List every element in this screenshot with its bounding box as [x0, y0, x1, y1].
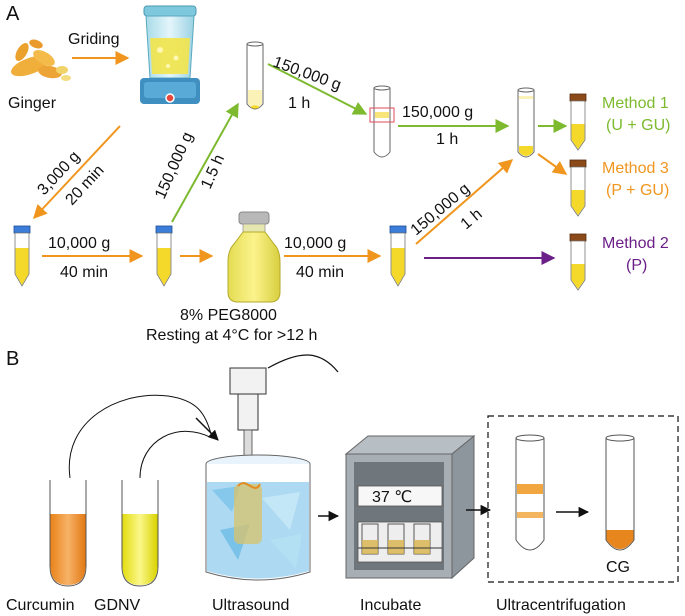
cord-curcumin	[68, 394, 213, 479]
tube-icon-3	[389, 225, 407, 287]
arrow-3000g	[33, 125, 121, 220]
step-150000g-top-speed: 150,000 g	[271, 54, 344, 94]
ultrasound-icon	[205, 354, 339, 581]
cg-label: CG	[606, 559, 630, 576]
panel-b-label: B	[6, 348, 19, 370]
step-10000g-speed-2: 10,000 g	[284, 235, 346, 252]
tube-icon-2	[155, 225, 173, 287]
cg-tube-icon	[605, 434, 635, 551]
step-150000g-mid-speed: 150,000 g	[402, 104, 473, 121]
method1-title: Method 1	[602, 95, 669, 112]
step-10000g-time-2: 40 min	[296, 264, 344, 281]
cord-gdnv	[139, 430, 213, 479]
incubator-icon	[344, 434, 476, 580]
method3-sub: (P + GU)	[606, 182, 669, 199]
ultracentrifugation-label: Ultracentrifugation	[496, 597, 626, 614]
resting-label: Resting at 4°C for >12 h	[146, 327, 317, 344]
panel-a-label: A	[6, 3, 20, 25]
method1-sub: (U + GU)	[606, 117, 670, 134]
method3-title: Method 3	[602, 160, 669, 177]
step-150000g-rise-time: 1 h	[458, 206, 486, 233]
ultra-tube-icon-3	[517, 87, 535, 158]
arrow-150000g-rise	[415, 159, 514, 245]
arrow-150000g-diag	[171, 102, 239, 223]
peg-label: 8% PEG8000	[180, 307, 277, 324]
ultracentrifuge-tube-icon-1	[515, 434, 545, 551]
ultracentrifugation-box	[487, 415, 679, 583]
arrow-to-blender	[195, 417, 219, 441]
method2-sub: (P)	[626, 257, 647, 274]
ginger-icon	[11, 39, 71, 81]
blender-icon	[140, 5, 200, 104]
incubate-label: Incubate	[360, 597, 421, 614]
step-10000g-speed-1: 10,000 g	[48, 235, 110, 252]
ultra-tube-icon-1	[246, 41, 264, 110]
gdnv-label: GDNV	[94, 597, 141, 614]
curcumin-tube-icon	[49, 480, 87, 587]
ultrasound-label: Ultrasound	[212, 597, 289, 614]
peg-bottle-icon	[227, 211, 281, 303]
incubate-temp: 37 ℃	[372, 489, 412, 506]
curcumin-label: Curcumin	[6, 597, 74, 614]
step-150000g-mid-time: 1 h	[436, 131, 458, 148]
ginger-label: Ginger	[8, 95, 57, 112]
arrow-to-method3	[537, 153, 568, 175]
method2-title: Method 2	[602, 235, 669, 252]
method1-tube-icon	[569, 93, 587, 151]
gdnv-tube-icon	[121, 480, 159, 587]
method2-tube-icon	[569, 233, 587, 291]
method3-tube-icon	[569, 159, 587, 217]
grinding-label: Griding	[68, 31, 120, 48]
tube-icon-1	[13, 225, 31, 287]
step-150000g-diag-time: 1.5 h	[198, 152, 228, 191]
step-150000g-rise-speed: 150,000 g	[408, 180, 473, 239]
step-150000g-top-time: 1 h	[288, 95, 310, 112]
arrow-150000g-top	[267, 63, 368, 115]
step-10000g-time-1: 40 min	[60, 264, 108, 281]
ultra-tube-icon-2	[369, 85, 395, 158]
